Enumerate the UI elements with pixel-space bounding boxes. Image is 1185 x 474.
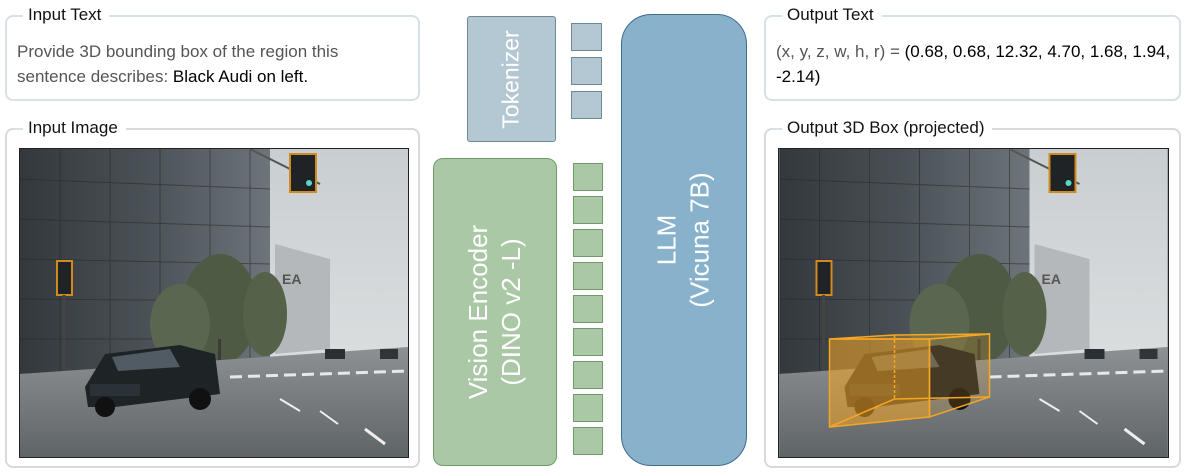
image-token	[573, 427, 603, 455]
tokenizer-block: Tokenizer	[467, 16, 556, 142]
input-image-title: Input Image	[23, 117, 126, 139]
output-text-panel: Output Text (x, y, z, w, h, r) = (0.68, …	[764, 4, 1181, 101]
image-token	[573, 361, 603, 389]
output-text-prefix: (x, y, z, w, h, r) =	[776, 42, 905, 61]
input-text-body: Provide 3D bounding box of the region th…	[17, 39, 410, 89]
image-token	[573, 163, 603, 191]
image-token	[573, 328, 603, 356]
image-token	[573, 394, 603, 422]
output-text-values: (0.68, 0.68, 12.32, 4.70, 1.68, 1.94, -2…	[776, 42, 1171, 86]
llm-model: (Vicuna 7B)	[685, 172, 715, 308]
vision-encoder-model: (DINO v2 -L)	[496, 238, 527, 386]
input-text-title: Input Text	[23, 4, 110, 26]
input-image	[19, 148, 409, 458]
input-image-panel: Input Image	[5, 117, 420, 468]
input-text-panel: Input Text Provide 3D bounding box of th…	[5, 4, 420, 101]
text-token	[571, 57, 602, 85]
image-token	[573, 196, 603, 224]
output-box-panel: Output 3D Box (projected)	[764, 117, 1181, 468]
projected-3d-box	[828, 333, 991, 428]
vision-encoder-block: Vision Encoder (DINO v2 -L)	[433, 158, 557, 466]
image-token	[573, 295, 603, 323]
input-text-highlight: Black Audi on left.	[172, 67, 309, 86]
llm-name: LLM	[652, 214, 682, 266]
output-text-title: Output Text	[782, 4, 882, 26]
tokenizer-label: Tokenizer	[498, 29, 524, 129]
input-text-plain: Provide 3D bounding box of the region th…	[17, 42, 339, 86]
vision-encoder-name: Vision Encoder	[463, 224, 494, 400]
output-text-body: (x, y, z, w, h, r) = (0.68, 0.68, 12.32,…	[776, 39, 1171, 89]
text-token	[571, 23, 602, 51]
text-token	[571, 91, 602, 119]
image-token	[573, 229, 603, 257]
llm-block: LLM (Vicuna 7B)	[621, 14, 747, 466]
output-box-title: Output 3D Box (projected)	[782, 117, 993, 139]
image-token	[573, 262, 603, 290]
output-image	[778, 148, 1169, 458]
